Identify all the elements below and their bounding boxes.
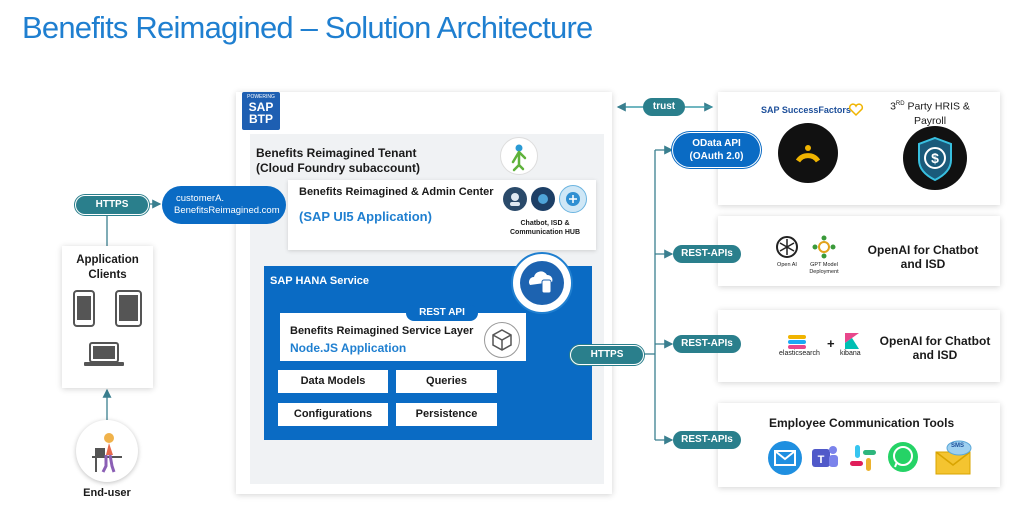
module-persistence: Persistence — [396, 403, 497, 426]
client-devices — [73, 290, 142, 366]
sap-btp-logo: POWERING SAP BTP — [242, 92, 280, 130]
successfactors-label: SAP SuccessFactors — [761, 105, 851, 115]
sms-icon — [935, 440, 972, 475]
elastic-card — [718, 310, 1000, 382]
nodejs-cube-icon — [484, 322, 520, 358]
tenant-title: Benefits Reimagined Tenant (Cloud Foundr… — [256, 146, 420, 175]
https-left-badge: HTTPS — [75, 195, 149, 215]
openai-title: OpenAI for Chatbot and ISD — [867, 243, 979, 271]
tablet-icon — [115, 290, 142, 327]
customer-url[interactable]: customerA. BenefitsReimagined.com — [162, 186, 286, 224]
gpt-model-icon — [812, 235, 836, 259]
teams-icon: T — [812, 446, 838, 467]
hris-payroll-logo: $ — [903, 126, 967, 190]
rest-apis-communication: REST-APIs — [673, 431, 741, 449]
whatsapp-icon — [888, 442, 918, 472]
communication-hub-icon — [559, 185, 587, 213]
hana-database-icon — [511, 252, 573, 314]
gpt-label: GPT Model Deployment — [809, 262, 839, 275]
https-right-badge: HTTPS — [570, 345, 644, 365]
trust-badge: trust — [643, 98, 685, 116]
service-layer-title: Benefits Reimagined Service Layer — [290, 325, 474, 337]
module-configurations: Configurations — [278, 403, 388, 426]
svg-text:T: T — [818, 454, 825, 466]
module-queries: Queries — [396, 370, 497, 393]
email-icon — [768, 441, 802, 475]
laptop-icon — [84, 342, 124, 366]
elasticsearch-icon — [788, 335, 806, 349]
elasticsearch-label: elasticsearch — [779, 350, 820, 357]
end-user-icon — [76, 420, 138, 482]
rest-api-badge: REST API — [406, 305, 478, 321]
page-title: Benefits Reimagined – Solution Architect… — [22, 10, 593, 45]
service-layer-subtitle: Node.JS Application — [290, 341, 407, 355]
openai-card — [718, 216, 1000, 286]
phone-icon — [73, 290, 95, 327]
end-user-label: End-user — [83, 487, 131, 499]
admin-center-title: Benefits Reimagined & Admin Center — [299, 186, 494, 198]
svg-text:$: $ — [931, 150, 939, 166]
sms-label: SMS — [951, 443, 965, 449]
plus-sign: + — [827, 336, 835, 351]
openai-label: Open AI — [777, 262, 797, 268]
slack-icon — [850, 445, 876, 471]
hana-title: SAP HANA Service — [270, 275, 370, 287]
successfactors-logo — [778, 123, 838, 183]
isd-icon — [531, 187, 555, 211]
kibana-icon — [845, 333, 859, 349]
hris-label: 3RD Party HRIS & Payroll — [890, 100, 970, 127]
clients-title: Application Clients — [76, 254, 139, 281]
odata-api-badge: OData API (OAuth 2.0) — [673, 133, 760, 167]
rest-apis-elastic: REST-APIs — [673, 335, 741, 353]
heart-icon — [848, 103, 864, 117]
openai-icon — [776, 236, 798, 258]
module-data-models: Data Models — [278, 370, 388, 393]
chatbot-icon — [503, 187, 527, 211]
benefits-person-icon — [500, 137, 538, 175]
admin-center-app: (SAP UI5 Application) — [299, 209, 432, 224]
hub-label: Chatbot, ISD & Communication HUB — [510, 220, 580, 236]
communication-tools-title: Employee Communication Tools — [769, 416, 955, 430]
rest-apis-openai: REST-APIs — [673, 245, 741, 263]
elastic-title: OpenAI for Chatbot and ISD — [879, 334, 991, 362]
kibana-label: kibana — [840, 350, 861, 357]
